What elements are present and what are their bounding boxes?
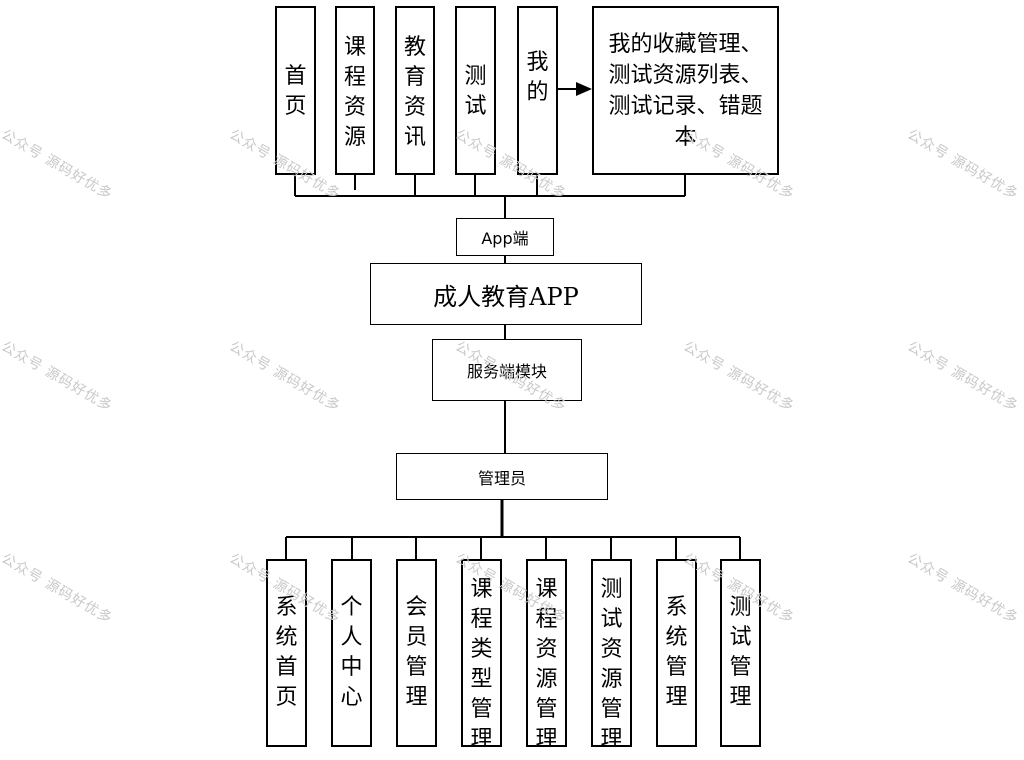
app-module-label: 课程资源 [337, 33, 373, 153]
vertical-char: 理 [405, 685, 428, 710]
admin-module-course-resource-management: 课程资源管理 [526, 559, 567, 752]
vertical-char: 管 [470, 697, 493, 722]
vertical-char: 资 [403, 95, 426, 120]
vertical-char: 员 [405, 625, 428, 650]
vertical-char: 理 [729, 685, 752, 710]
vertical-char: 理 [665, 685, 688, 710]
admin-module-system-home: 系统首页 [266, 559, 307, 747]
vertical-char: 测 [600, 577, 623, 602]
vertical-char: 的 [526, 80, 549, 105]
vertical-char: 试 [729, 625, 752, 650]
admin-module-personal-center: 个人中心 [331, 559, 372, 747]
vertical-char: 理 [535, 727, 558, 752]
vertical-char: 测 [464, 64, 487, 89]
vertical-char: 理 [470, 727, 493, 752]
app-module-label: 首页 [277, 62, 314, 122]
vertical-char: 我 [526, 50, 549, 75]
vertical-char: 页 [275, 685, 298, 710]
admin-module-label: 个人中心 [333, 593, 370, 713]
vertical-char: 课 [470, 577, 493, 602]
vertical-char: 人 [340, 625, 363, 650]
vertical-char: 页 [284, 94, 307, 119]
app-end-label: App端 [481, 229, 529, 248]
vertical-char: 统 [275, 625, 298, 650]
admin-module-test-resource-management: 测试资源管理 [591, 559, 632, 752]
app-module-home: 首页 [275, 6, 316, 175]
vertical-char: 育 [403, 65, 426, 90]
vertical-char: 管 [535, 697, 558, 722]
arrow-head-icon [576, 82, 592, 96]
vertical-char: 源 [600, 667, 623, 692]
admin-module-label: 课程类型管理 [463, 575, 500, 755]
server-module-label: 服务端模块 [466, 362, 547, 381]
server-module-box: 服务端模块 [432, 339, 582, 401]
vertical-char: 型 [470, 667, 493, 692]
admin-module-member-management: 会员管理 [396, 559, 437, 747]
vertical-char: 资 [343, 95, 366, 120]
vertical-char: 类 [470, 637, 493, 662]
admin-module-system-management: 系统管理 [656, 559, 697, 747]
app-module-label: 教育资讯 [397, 33, 433, 153]
vertical-char: 管 [729, 655, 752, 680]
vertical-char: 管 [665, 655, 688, 680]
admin-module-label: 系统管理 [658, 593, 695, 713]
system-title-box: 成人教育APP [370, 263, 642, 325]
admin-box: 管理员 [396, 453, 608, 500]
vertical-char: 课 [343, 35, 366, 60]
vertical-char: 源 [343, 125, 366, 150]
mine-detail-box: 我的收藏管理、测试资源列表、测试记录、错题本 [592, 6, 779, 175]
vertical-char: 会 [405, 595, 428, 620]
vertical-char: 课 [535, 577, 558, 602]
vertical-char: 首 [284, 64, 307, 89]
vertical-char: 管 [600, 697, 623, 722]
app-module-label: 我的 [519, 48, 556, 108]
admin-module-label: 课程资源管理 [528, 575, 565, 755]
admin-module-test-management: 测试管理 [720, 559, 761, 747]
vertical-char: 理 [600, 727, 623, 752]
app-module-education-news: 教育资讯 [395, 6, 435, 175]
vertical-char: 试 [600, 607, 623, 632]
admin-module-label: 系统首页 [268, 593, 305, 713]
vertical-char: 统 [665, 625, 688, 650]
admin-module-label: 测试管理 [722, 593, 759, 713]
vertical-char: 个 [340, 595, 363, 620]
mine-detail-text: 我的收藏管理、测试资源列表、测试记录、错题本 [608, 31, 763, 150]
app-module-test: 测试 [455, 6, 496, 175]
vertical-char: 心 [340, 685, 363, 710]
vertical-char: 中 [340, 655, 363, 680]
vertical-char: 源 [535, 667, 558, 692]
vertical-char: 程 [535, 607, 558, 632]
admin-module-course-type-management: 课程类型管理 [461, 559, 502, 752]
vertical-char: 系 [275, 595, 298, 620]
vertical-char: 教 [403, 35, 426, 60]
vertical-char: 首 [275, 655, 298, 680]
vertical-char: 程 [343, 65, 366, 90]
admin-label: 管理员 [477, 468, 526, 488]
admin-module-label: 测试资源管理 [593, 575, 630, 755]
system-title: 成人教育APP [433, 282, 579, 311]
vertical-char: 测 [729, 595, 752, 620]
vertical-char: 系 [665, 595, 688, 620]
vertical-char: 试 [464, 94, 487, 119]
app-module-label: 测试 [457, 62, 494, 122]
admin-module-label: 会员管理 [398, 593, 435, 713]
vertical-char: 讯 [403, 125, 426, 150]
app-module-course-resources: 课程资源 [335, 6, 375, 175]
vertical-char: 资 [600, 637, 623, 662]
vertical-char: 管 [405, 655, 428, 680]
app-module-mine: 我的 [517, 6, 558, 175]
vertical-char: 资 [535, 637, 558, 662]
vertical-char: 程 [470, 607, 493, 632]
app-end-box: App端 [456, 218, 554, 256]
